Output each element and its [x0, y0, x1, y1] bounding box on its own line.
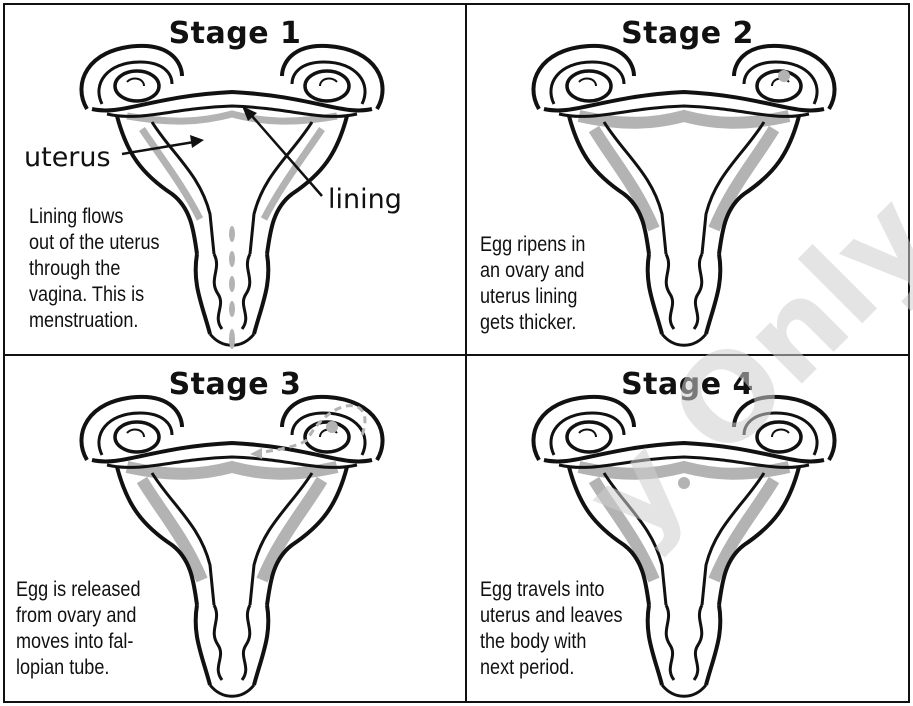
stage-3-title: Stage 3 [4, 367, 466, 402]
stage-2-panel: Stage 2 Egg ripens in an ovary and uteru… [466, 4, 909, 355]
egg-icon [326, 421, 338, 433]
stage-4-panel: Stage 4 Egg travels into uterus and leav… [466, 355, 909, 702]
stage-3-caption-line: lopian tube. [16, 655, 140, 681]
stage-3-caption-line: from ovary and [16, 603, 140, 629]
stage-4-title: Stage 4 [466, 367, 909, 402]
uterus-label: uterus [24, 142, 111, 173]
stage-4-caption-line: next period. [480, 655, 623, 681]
egg-icon [778, 70, 790, 82]
stage-3-caption: Egg is released from ovary and moves int… [16, 577, 140, 681]
stage-1-caption-line: out of the uterus [29, 230, 160, 256]
stage-2-caption-line: gets thicker. [480, 310, 585, 336]
stage-1-caption: Lining flows out of the uterus through t… [29, 204, 160, 334]
stage-2-title: Stage 2 [466, 16, 909, 51]
stage-1-panel: Stage 1 uterus lining Lining flows out o… [4, 4, 466, 355]
stage-1-title: Stage 1 [4, 16, 466, 51]
stage-3-panel: Stage 3 Egg is released from ovary and m… [4, 355, 466, 702]
stage-1-caption-line: Lining flows [29, 204, 160, 230]
stage-4-caption: Egg travels into uterus and leaves the b… [480, 577, 623, 681]
stage-1-caption-line: vagina. This is [29, 282, 160, 308]
stage-2-caption-line: Egg ripens in [480, 232, 585, 258]
stage-2-caption-line: an ovary and [480, 258, 585, 284]
stage-1-caption-line: menstruation. [29, 308, 160, 334]
stage-4-caption-line: uterus and leaves [480, 603, 623, 629]
stage-3-caption-line: Egg is released [16, 577, 140, 603]
stage-1-caption-line: through the [29, 256, 160, 282]
stage-4-caption-line: Egg travels into [480, 577, 623, 603]
stage-2-caption: Egg ripens in an ovary and uterus lining… [480, 232, 585, 336]
stage-2-caption-line: uterus lining [480, 284, 585, 310]
lining-label: lining [328, 184, 402, 215]
stage-3-caption-line: moves into fal- [16, 629, 140, 655]
egg-icon [678, 477, 690, 489]
stage-4-caption-line: the body with [480, 629, 623, 655]
